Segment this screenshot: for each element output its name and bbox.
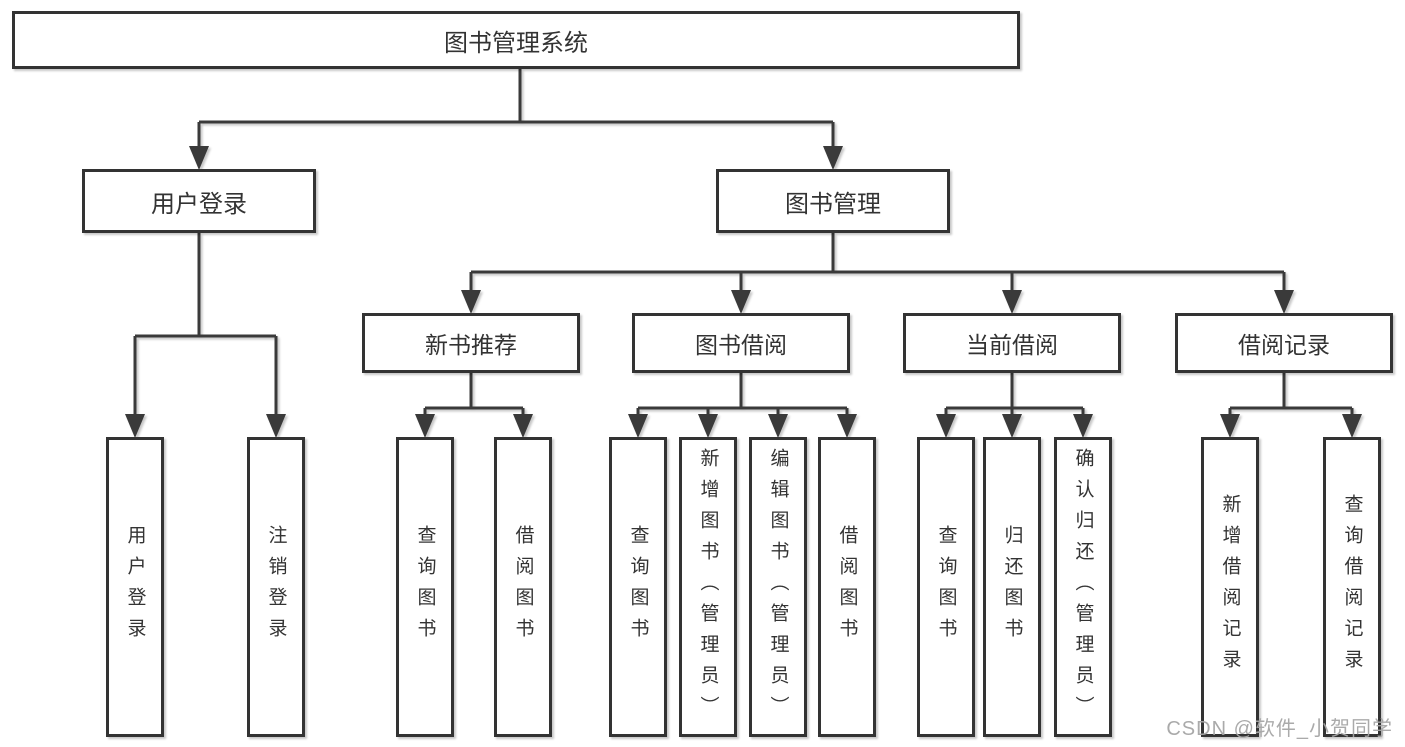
node-current-borrow: 当前借阅 xyxy=(903,313,1121,373)
node-label: 注销登录 xyxy=(265,525,287,649)
leaf-borrow-edit-books-admin: 编辑图书（管理员） xyxy=(749,437,807,737)
node-label: 查询图书 xyxy=(935,525,957,649)
node-label: 图书管理系统 xyxy=(444,29,588,57)
node-label: 用户登录 xyxy=(151,190,247,218)
leaf-current-confirm-return-admin: 确认归还（管理员） xyxy=(1054,437,1112,737)
node-label: 新书推荐 xyxy=(425,332,517,358)
leaf-current-return-books: 归还图书 xyxy=(983,437,1041,737)
node-label: 借阅记录 xyxy=(1238,332,1330,358)
node-label: 查询图书 xyxy=(627,525,649,649)
csdn-watermark: CSDN @软件_小贺同学 xyxy=(1166,718,1393,740)
leaf-borrow-query-books: 查询图书 xyxy=(609,437,667,737)
node-label: 图书管理 xyxy=(785,190,881,218)
connector-root-to-level2 xyxy=(189,69,843,170)
node-borrow-records: 借阅记录 xyxy=(1175,313,1393,373)
leaf-borrow-borrow-books: 借阅图书 xyxy=(818,437,876,737)
connector-user-login-to-leaves xyxy=(125,233,286,438)
leaf-borrow-add-books-admin: 新增图书（管理员） xyxy=(679,437,737,737)
node-label: 编辑图书（管理员） xyxy=(767,447,789,727)
leaf-newrec-borrow-books: 借阅图书 xyxy=(494,437,552,737)
node-user-login: 用户登录 xyxy=(82,169,316,233)
node-label: 借阅图书 xyxy=(512,525,534,649)
connector-book-borrow-to-leaves xyxy=(628,373,857,438)
node-label: 用户登录 xyxy=(124,525,146,649)
node-book-borrow: 图书借阅 xyxy=(632,313,850,373)
node-root-system: 图书管理系统 xyxy=(12,11,1020,69)
connector-new-book-to-leaves xyxy=(415,373,533,438)
connector-book-management-to-level3 xyxy=(461,233,1294,314)
node-label: 确认归还（管理员） xyxy=(1072,447,1094,727)
node-label: 查询借阅记录 xyxy=(1341,494,1363,680)
node-label: 新增借阅记录 xyxy=(1219,494,1241,680)
node-new-book-recommend: 新书推荐 xyxy=(362,313,580,373)
node-book-management: 图书管理 xyxy=(716,169,950,233)
leaf-user-login: 用户登录 xyxy=(106,437,164,737)
connector-borrow-records-to-leaves xyxy=(1220,373,1362,438)
connector-current-borrow-to-leaves xyxy=(936,373,1093,438)
leaf-newrec-query-books: 查询图书 xyxy=(396,437,454,737)
node-label: 图书借阅 xyxy=(695,332,787,358)
leaf-logout: 注销登录 xyxy=(247,437,305,737)
leaf-records-add-record: 新增借阅记录 xyxy=(1201,437,1259,737)
node-label: 借阅图书 xyxy=(836,525,858,649)
leaf-current-query-books: 查询图书 xyxy=(917,437,975,737)
node-label: 当前借阅 xyxy=(966,332,1058,358)
leaf-records-query-record: 查询借阅记录 xyxy=(1323,437,1381,737)
node-label: 查询图书 xyxy=(414,525,436,649)
node-label: 归还图书 xyxy=(1001,525,1023,649)
node-label: 新增图书（管理员） xyxy=(697,447,719,727)
